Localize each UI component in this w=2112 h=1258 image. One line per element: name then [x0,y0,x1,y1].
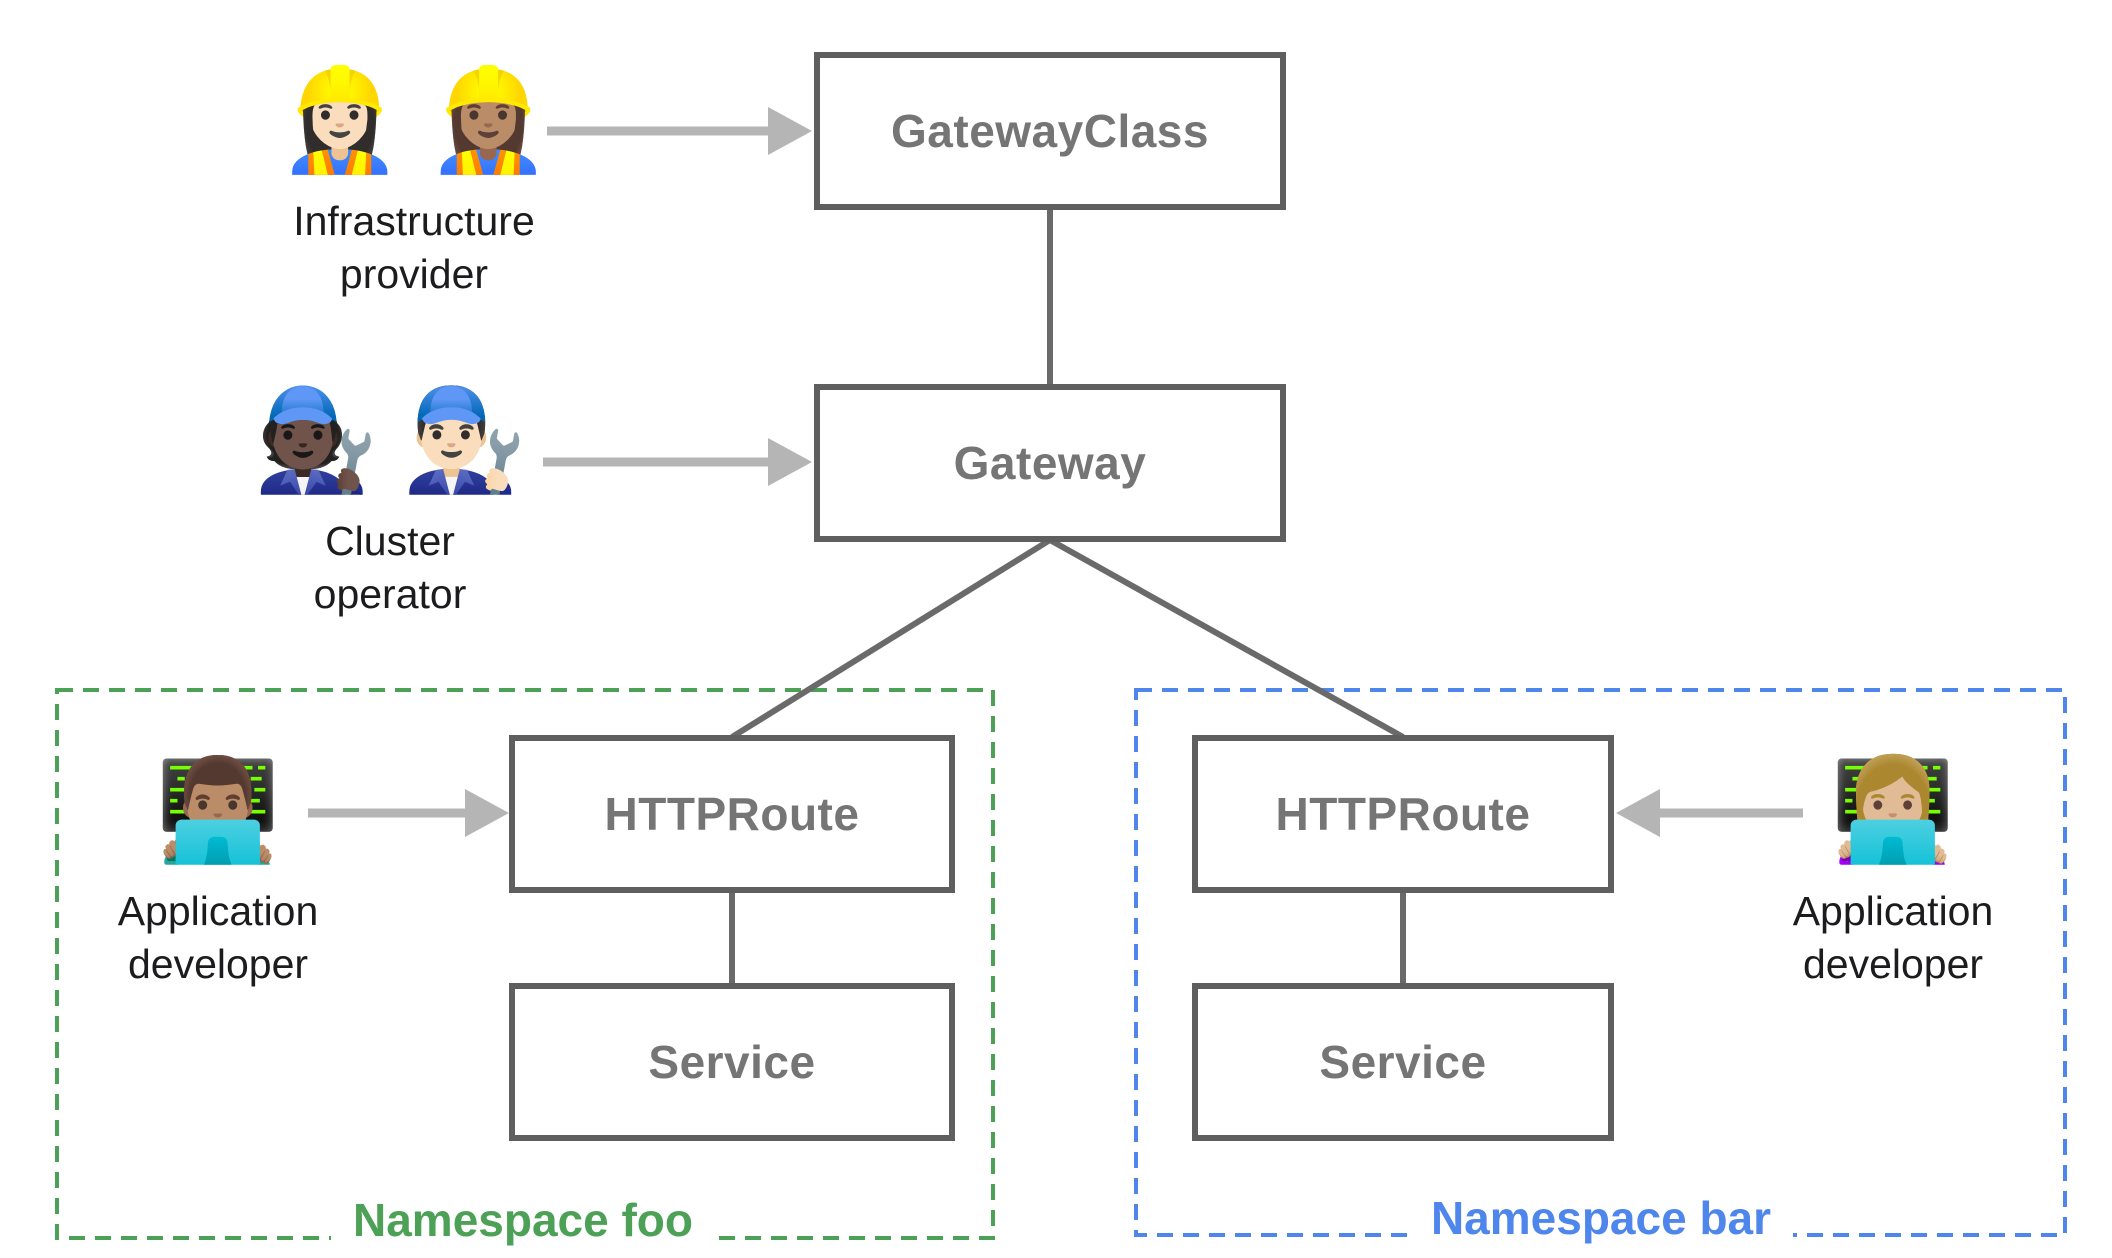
persona-cluster-operator: 🧑🏿‍🔧 👨🏻‍🔧 Cluster operator [253,382,526,621]
persona-label-line: Application [117,888,319,934]
node-httproute-foo-label: HTTPRoute [604,788,860,840]
persona-application-developer-bar: 👩🏼‍💻 Application developer [1793,752,1994,991]
connector-gateway-httproute-foo [730,537,1052,740]
node-gateway-label: Gateway [953,437,1147,489]
persona-label-line: Cluster [325,518,455,564]
persona-application-developer-foo-label: Application developer [118,885,319,991]
woman-construction-worker-light-skin-icon: 👷🏻‍♀️ [277,61,402,178]
arrow-head-icon [768,107,812,155]
persona-icons: 🧑🏿‍🔧 👨🏻‍🔧 [253,382,526,497]
node-httproute-foo: HTTPRoute [509,735,955,893]
persona-icons: 👨🏽‍💻 [156,752,281,867]
mechanic-dark-skin-icon: 🧑🏿‍🔧 [253,381,378,498]
arrow-head-icon [768,438,812,486]
man-mechanic-light-skin-icon: 👨🏻‍🔧 [402,381,527,498]
persona-icons: 👩🏼‍💻 [1831,752,1956,867]
persona-label-line: developer [127,941,309,987]
persona-application-developer-bar-label: Application developer [1793,885,1994,991]
persona-infrastructure-provider-label: Infrastructure provider [293,195,535,301]
man-technologist-medium-skin-icon: 👨🏽‍💻 [155,751,281,868]
node-httproute-bar-label: HTTPRoute [1275,788,1531,840]
persona-label-line: Application [1792,888,1994,934]
namespace-foo-label: Namespace foo [330,1196,716,1244]
arrow-infrastructure-provider-to-gatewayclass [547,107,812,155]
node-service-foo: Service [509,983,955,1141]
connector-gateway-httproute-bar [1048,537,1405,740]
arrow-cluster-operator-to-gateway [543,438,812,486]
persona-label-line: provider [339,251,489,297]
persona-label-line: operator [313,571,467,617]
node-httproute-bar: HTTPRoute [1192,735,1614,893]
namespace-bar-label: Namespace bar [1408,1194,1794,1242]
persona-cluster-operator-label: Cluster operator [314,515,467,621]
persona-label-line: Infrastructure [293,198,535,244]
arrow-head-icon [465,789,509,837]
persona-icons: 👷🏻‍♀️ 👷🏽‍♀️ [277,62,550,177]
node-service-bar-label: Service [1319,1036,1487,1088]
arrow-app-developer-to-httproute-bar [1616,789,1803,837]
node-gatewayclass-label: GatewayClass [891,105,1209,157]
node-service-foo-label: Service [648,1036,816,1088]
persona-application-developer-foo: 👨🏽‍💻 Application developer [118,752,319,991]
woman-construction-worker-medium-skin-icon: 👷🏽‍♀️ [426,61,551,178]
persona-infrastructure-provider: 👷🏻‍♀️ 👷🏽‍♀️ Infrastructure provider [277,62,550,301]
woman-technologist-medium-light-skin-icon: 👩🏼‍💻 [1830,751,1956,868]
node-gatewayclass: GatewayClass [814,52,1286,210]
node-service-bar: Service [1192,983,1614,1141]
arrow-app-developer-to-httproute-foo [308,789,509,837]
arrow-head-icon [1616,789,1660,837]
persona-label-line: developer [1802,941,1984,987]
node-gateway: Gateway [814,384,1286,542]
